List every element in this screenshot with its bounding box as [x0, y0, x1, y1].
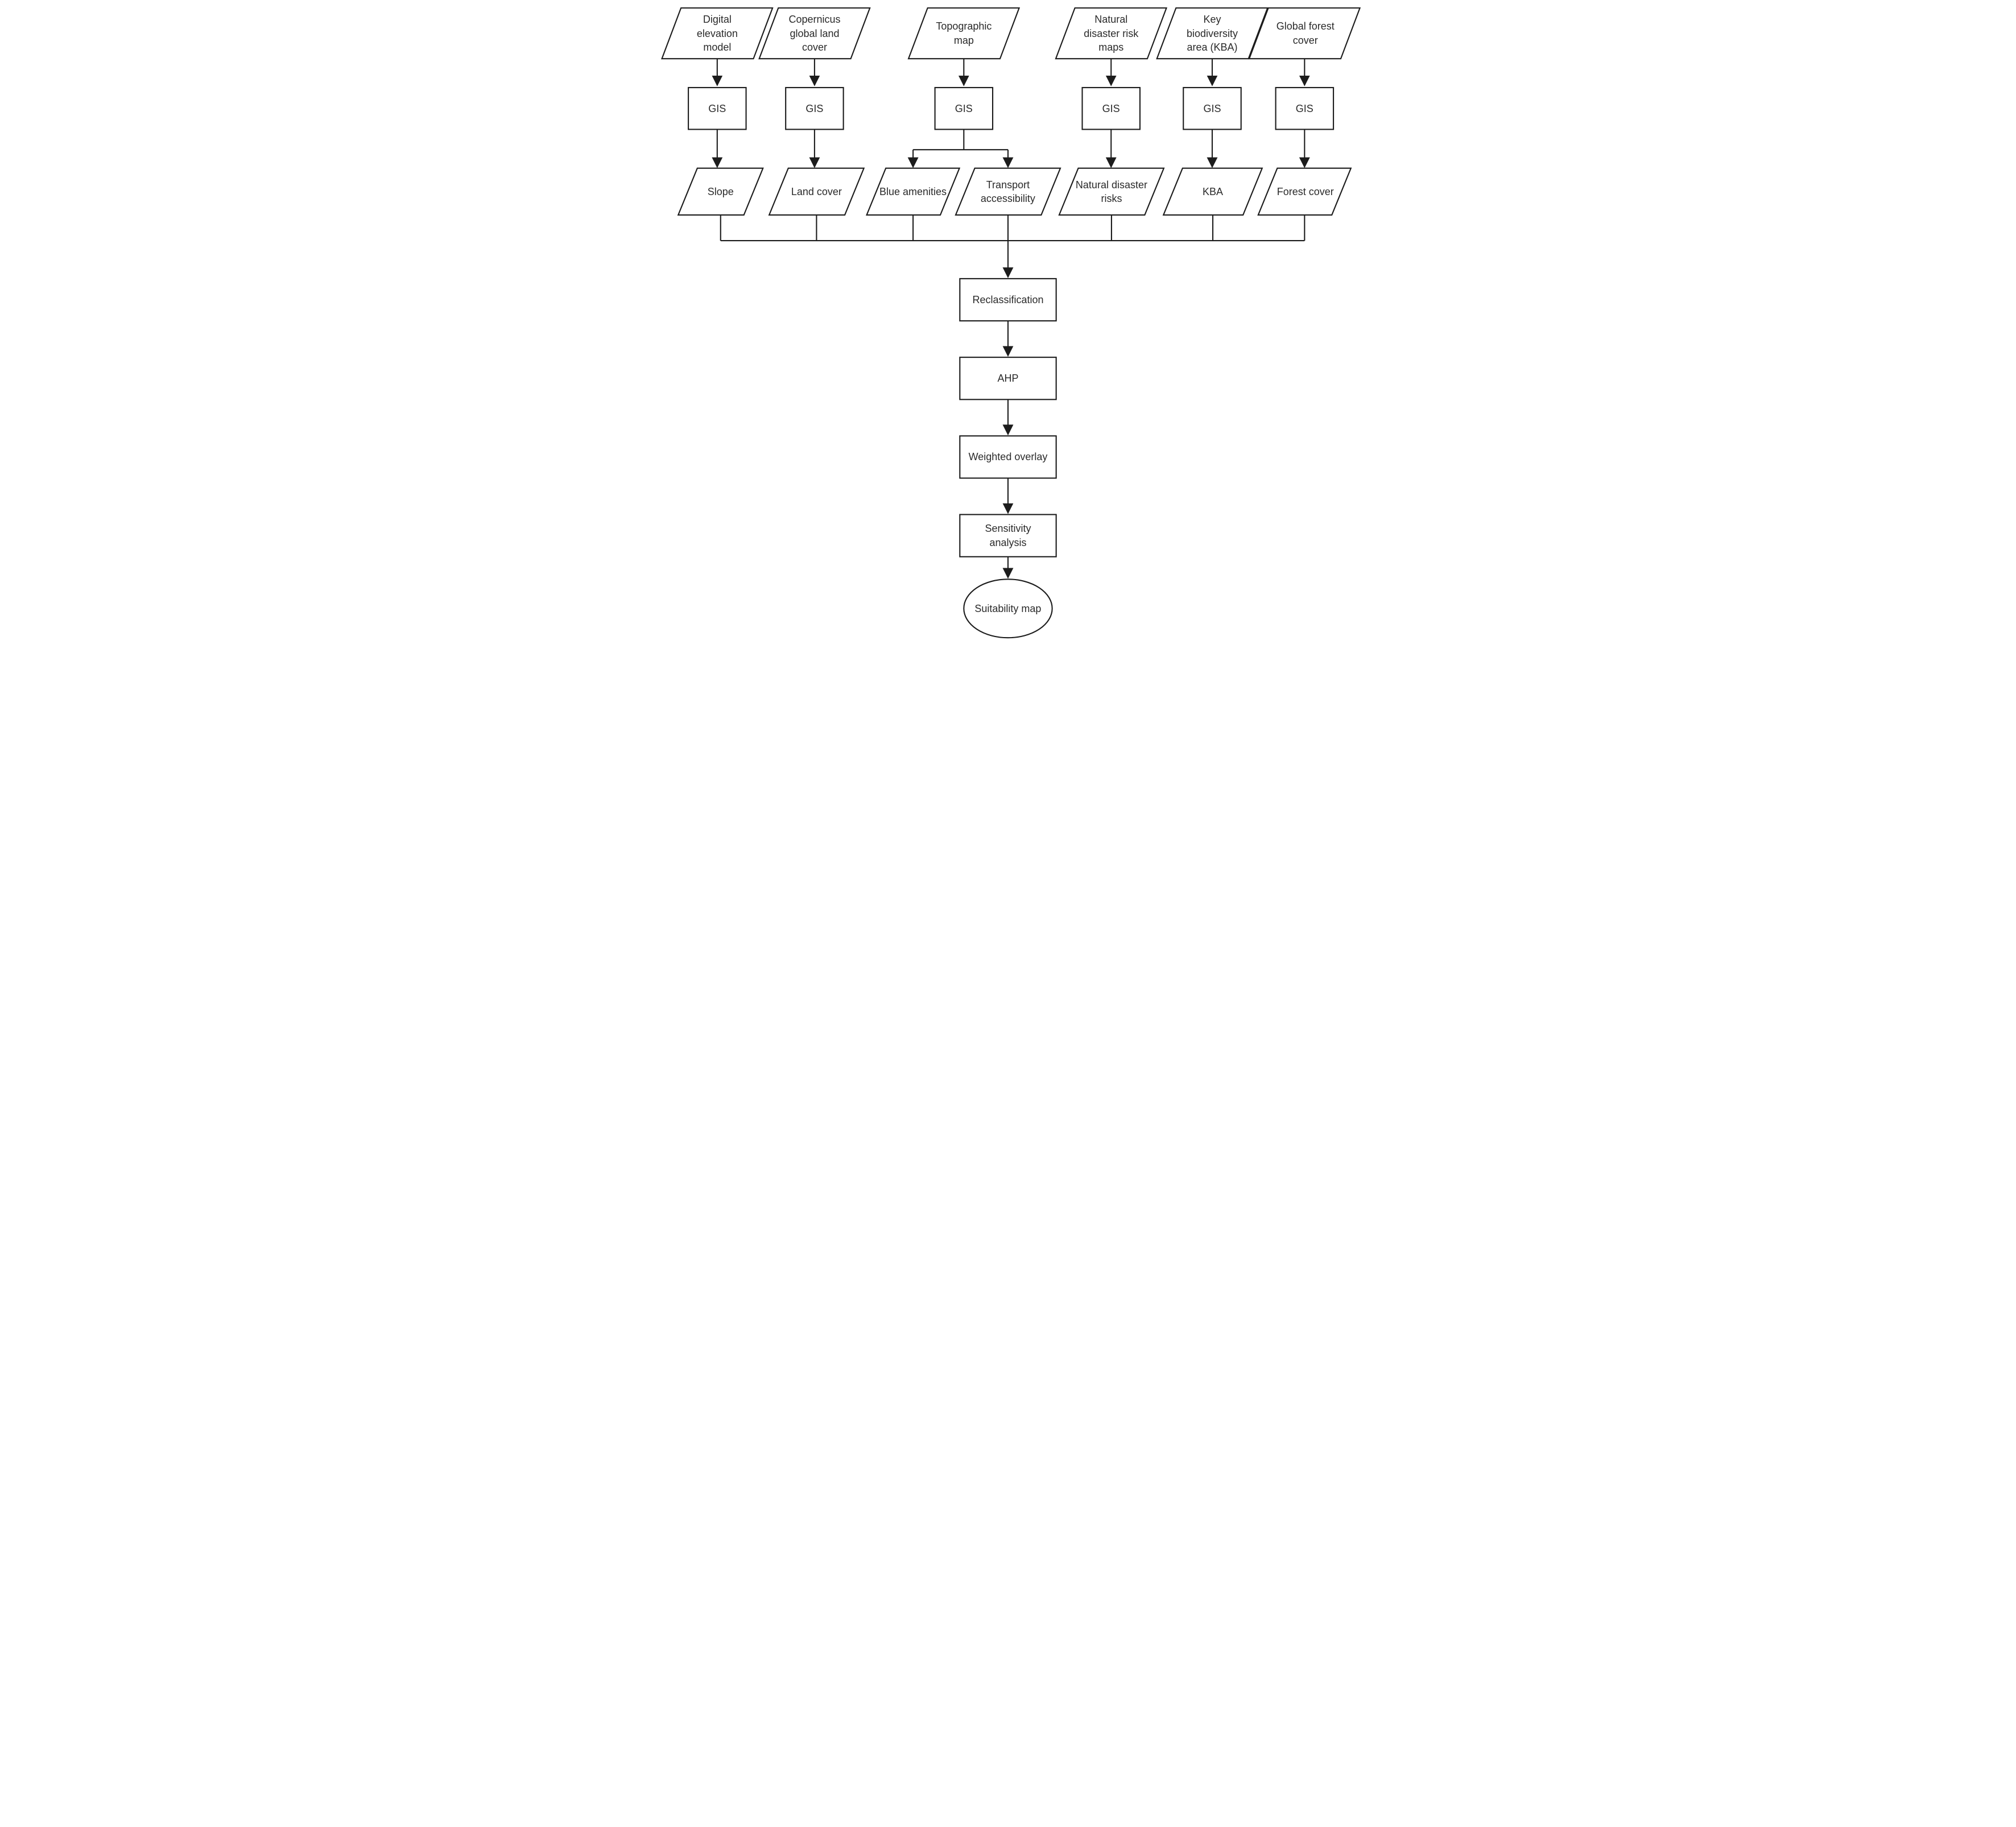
process-node-sensitivity-analysis [959, 514, 1057, 557]
criteria-node-kba [1162, 167, 1263, 216]
gis-node-1 [688, 86, 747, 130]
gis-node-2 [785, 86, 844, 130]
flowchart-shapes-and-arrows [661, 7, 1361, 639]
criteria-node-natural-disaster-risks [1058, 167, 1165, 216]
gis-node-3 [934, 86, 994, 130]
input-node-topographic-map [907, 7, 1021, 60]
flowchart-canvas: Digital elevation model Copernicus globa… [655, 0, 1361, 639]
input-node-digital-elevation-model [661, 7, 774, 60]
gis-node-4 [1081, 86, 1141, 130]
process-node-ahp [959, 357, 1057, 400]
input-node-global-forest-cover [1248, 7, 1361, 60]
output-node-suitability-map [963, 578, 1053, 639]
input-node-natural-disaster-risk-maps [1055, 7, 1168, 60]
criteria-node-forest-cover [1257, 167, 1352, 216]
criteria-node-blue-amenities [866, 167, 961, 216]
connector-topographic-gis-split [913, 129, 1008, 151]
criteria-node-land-cover [768, 167, 865, 216]
criteria-node-transport-accessibility [955, 167, 1061, 216]
process-node-weighted-overlay [959, 435, 1057, 479]
input-node-key-biodiversity-area [1156, 7, 1269, 60]
gis-node-5 [1183, 86, 1242, 130]
criteria-node-slope [677, 167, 764, 216]
gis-node-6 [1275, 86, 1335, 130]
process-node-reclassification [959, 278, 1057, 322]
input-node-copernicus-global-land-cover [758, 7, 871, 60]
